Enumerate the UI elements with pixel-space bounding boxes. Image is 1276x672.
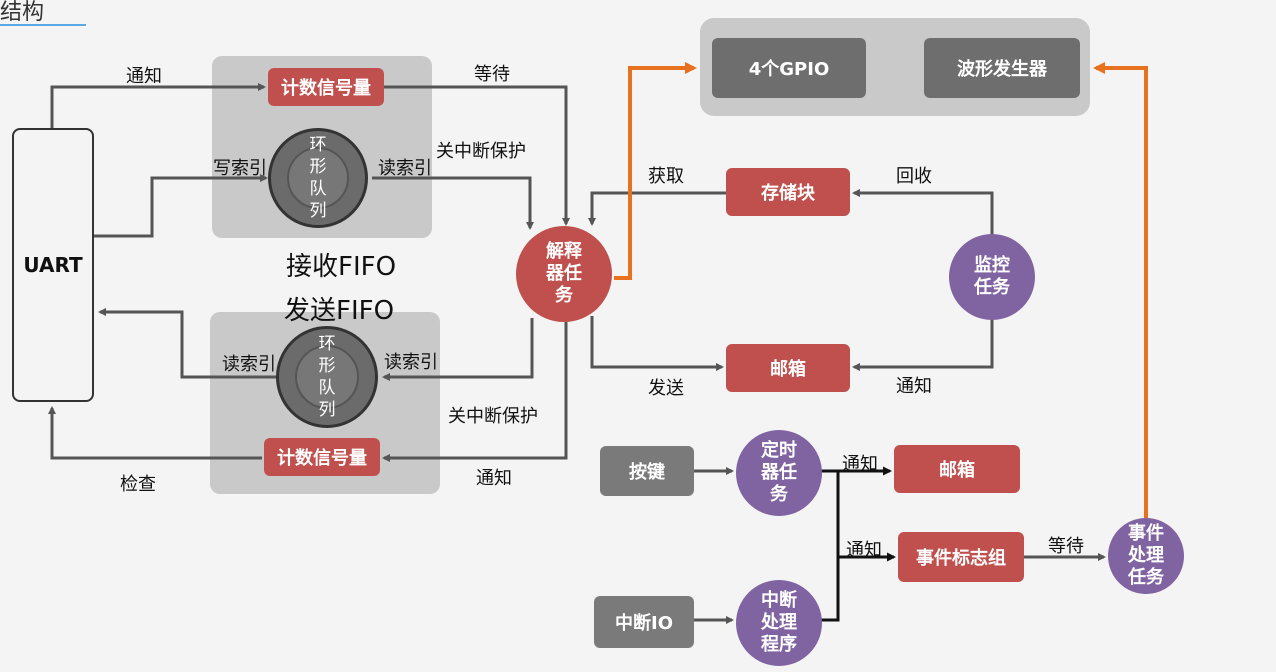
isr-line: 处理 (761, 612, 797, 633)
ringTop-line: 形 (309, 157, 327, 177)
label-notify-top: 通知 (126, 66, 162, 87)
eventTask-line: 处理 (1128, 545, 1164, 566)
parser-line: 解释 (546, 241, 582, 262)
label-recycle: 回收 (896, 166, 932, 187)
label-wait-event: 等待 (1048, 536, 1084, 557)
ringBottom-line: 形 (318, 356, 336, 376)
ringTop-line: 环 (309, 135, 327, 155)
event-handler-task: 事件处理任务 (1108, 518, 1184, 594)
label-notify-bottom: 通知 (476, 468, 512, 489)
parser-task: 解释器任务 (516, 226, 612, 322)
ring-queue-bottom-label: 环形队列 (295, 334, 359, 420)
monitor-to-mailbox (852, 314, 994, 371)
sem-bottom-to-uart (48, 406, 262, 460)
gpio-block: 4个GPIO (712, 38, 866, 98)
parser-line: 器任 (546, 263, 582, 284)
eventTask-line: 任务 (1128, 567, 1164, 588)
parser-to-ring-bottom (382, 318, 534, 381)
irq-io-block: 中断IO (594, 596, 694, 648)
title-underline (0, 24, 86, 26)
label-wait-top: 等待 (474, 64, 510, 85)
label-notify-timer: 通知 (842, 454, 878, 475)
label-read-index-bottom-left: 读索引 (222, 354, 276, 375)
parser-to-sem-bottom (382, 322, 568, 462)
label-acquire: 获取 (648, 166, 684, 187)
eventtask-to-wave (1093, 62, 1148, 518)
ringBottom-line: 列 (318, 400, 336, 420)
label-send: 发送 (648, 378, 684, 399)
timer-line: 器任 (761, 462, 797, 483)
mailbox-right: 邮箱 (726, 344, 850, 392)
tx-fifo-label: 发送FIFO (284, 296, 395, 326)
ringBottom-line: 队 (318, 378, 336, 398)
label-check: 检查 (120, 474, 156, 495)
ring-queue-top: 环形队列 (268, 128, 368, 228)
waveform-generator: 波形发生器 (924, 38, 1080, 98)
label-critical-bottom: 关中断保护 (448, 406, 538, 427)
isr-block: 中断处理程序 (736, 580, 822, 666)
ringBottom-line: 环 (318, 334, 336, 354)
ring-bottom-to-uart (98, 308, 276, 379)
key-block: 按键 (600, 446, 694, 496)
label-write-index: 写索引 (213, 158, 267, 179)
ring-top-to-parser (372, 176, 534, 230)
timer-line: 务 (770, 484, 788, 505)
timer-task: 定时器任务 (736, 430, 822, 516)
sem-top-to-parser (384, 85, 570, 226)
monitor-to-memblock (852, 189, 994, 238)
parser-to-mailbox (590, 316, 724, 371)
isr-line: 程序 (761, 634, 797, 655)
ringTop-line: 列 (309, 201, 327, 221)
timer-line: 定时 (761, 440, 797, 461)
eventTask-line: 事件 (1128, 523, 1164, 544)
rx-fifo-label: 接收FIFO (286, 252, 397, 282)
ringTop-line: 队 (309, 179, 327, 199)
section-title: 结构 (0, 0, 45, 25)
monitor-task: 监控任务 (949, 234, 1035, 320)
label-critical-top: 关中断保护 (436, 141, 526, 162)
ring-queue-bottom: 环形队列 (276, 326, 378, 428)
counting-semaphore-bottom: 计数信号量 (264, 438, 380, 476)
isr-line: 中断 (761, 590, 797, 611)
monitor-line: 监控 (974, 255, 1010, 276)
memory-block: 存储块 (726, 168, 850, 216)
label-notify-mail: 通知 (896, 376, 932, 397)
uart-to-sem-top (50, 83, 266, 128)
parser-to-gpio (614, 62, 697, 280)
bus-vertical (820, 471, 840, 622)
counting-semaphore-top: 计数信号量 (268, 68, 384, 106)
label-notify-event: 通知 (846, 540, 882, 561)
monitor-line: 任务 (974, 277, 1010, 298)
event-flag-group: 事件标志组 (898, 532, 1024, 582)
ring-queue-top-label: 环形队列 (287, 135, 349, 221)
parser-line: 务 (555, 285, 573, 306)
uart-to-ring-top (94, 174, 268, 238)
uart-block: UART (12, 128, 94, 402)
label-read-index-top: 读索引 (378, 158, 432, 179)
label-read-index-bottom-right: 读索引 (384, 352, 438, 373)
mailbox-timer: 邮箱 (894, 445, 1020, 493)
memblock-to-parser (588, 191, 726, 226)
